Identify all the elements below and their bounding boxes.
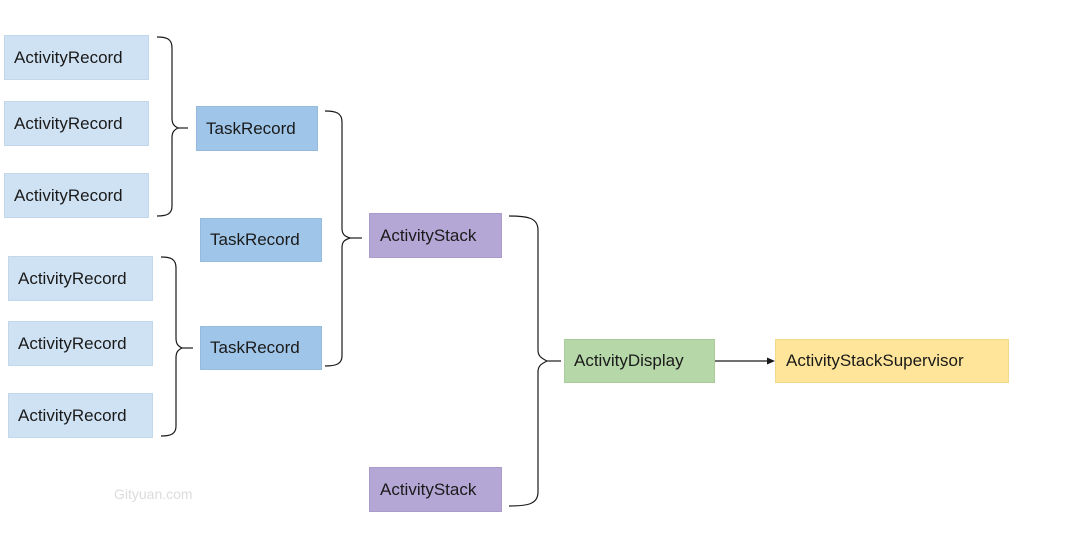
activity-record-label: ActivityRecord	[18, 333, 127, 353]
activity-record-label: ActivityRecord	[18, 405, 127, 425]
task-record-3: TaskRecord	[200, 326, 322, 370]
activity-stack-supervisor: ActivityStackSupervisor	[775, 339, 1009, 383]
activity-record-2: ActivityRecord	[4, 101, 149, 146]
task-record-label: TaskRecord	[210, 338, 300, 357]
activity-record-4: ActivityRecord	[8, 256, 153, 301]
activity-record-label: ActivityRecord	[14, 113, 123, 133]
activity-stack-supervisor-label: ActivityStackSupervisor	[786, 351, 964, 370]
bracket-task1	[156, 36, 180, 217]
activity-display-label: ActivityDisplay	[574, 351, 684, 370]
task-record-label: TaskRecord	[206, 118, 296, 138]
activity-record-3: ActivityRecord	[4, 173, 149, 218]
activity-record-1: ActivityRecord	[4, 35, 149, 80]
activity-record-5: ActivityRecord	[8, 321, 153, 366]
task-record-2: TaskRecord	[200, 218, 322, 262]
arrow-head	[767, 357, 775, 365]
activity-record-label: ActivityRecord	[14, 185, 123, 205]
activity-stack-label: ActivityStack	[380, 225, 477, 245]
activity-stack-label: ActivityStack	[380, 479, 477, 499]
activity-record-label: ActivityRecord	[18, 268, 127, 288]
task-record-1: TaskRecord	[196, 106, 318, 151]
activity-stack-1: ActivityStack	[369, 213, 502, 258]
activity-display: ActivityDisplay	[564, 339, 715, 383]
bracket-task3	[160, 256, 184, 437]
activity-record-6: ActivityRecord	[8, 393, 153, 438]
bracket-display	[508, 215, 549, 507]
watermark: Gityuan.com	[114, 486, 193, 502]
bracket-stack1	[324, 110, 352, 367]
activity-stack-2: ActivityStack	[369, 467, 502, 512]
activity-record-label: ActivityRecord	[14, 47, 123, 67]
task-record-label: TaskRecord	[210, 230, 300, 249]
